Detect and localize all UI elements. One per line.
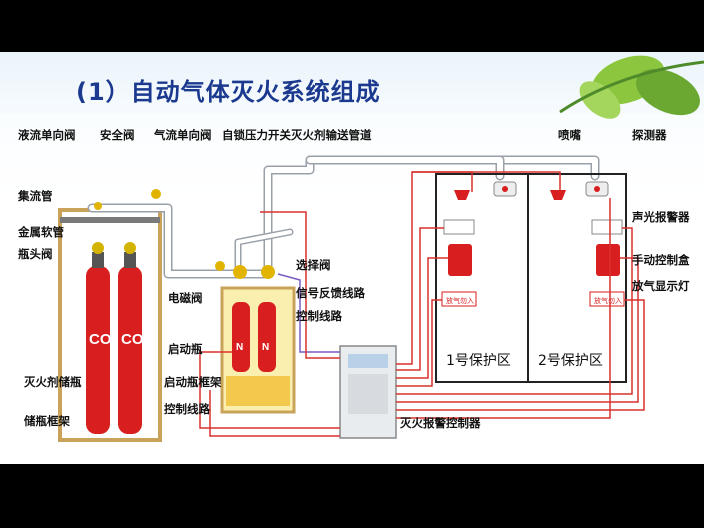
sound-light-alarm-2-icon [591,219,623,235]
agent-pipe [87,155,600,279]
selector-valve-2-icon [261,265,275,279]
label-bottle-rack: 储瓶框架 [24,414,70,428]
discharge-sign-2-text: 放气勿入 [594,296,622,305]
start-bottle-rack [220,286,296,414]
manual-control-box-1-icon [448,244,472,276]
label-solenoid-valve: 电磁阀 [168,291,203,305]
label-zone-2: 2号保护区 [538,353,603,369]
co2-cylinder-right [118,242,142,434]
nozzle-1-icon [454,190,470,200]
label-nozzle: 喷嘴 [558,128,581,142]
liquid-check-valve-icon [94,202,102,210]
control-wires [199,171,645,437]
leaf-decoration [559,55,704,119]
label-manual-control-box: 手动控制盒 [632,253,690,267]
label-pressure-switch-pipe: 自锁压力开关灭火剂输送管道 [222,128,372,142]
nozzle-2-icon [550,190,566,200]
label-zone-1: 1号保护区 [446,353,511,369]
zone-2-box [527,173,627,383]
n2-label-right: N [262,342,269,353]
label-metal-hose: 金属软管 [18,225,64,239]
label-alarm-controller: 灭火报警控制器 [400,416,481,430]
co2-cylinder-left [86,242,110,434]
system-diagram: CO CO N [58,55,704,442]
label-control-line-1: 控制线路 [296,309,342,323]
page-title: (1）自动气体灭火系统组成 [76,78,381,106]
label-bottle-valve: 瓶头阀 [18,247,53,261]
detector-1-icon [493,181,517,197]
label-control-line-2: 控制线路 [164,402,210,416]
slide: (1）自动气体灭火系统组成 CO [0,52,704,464]
gas-check-valve-icon [215,261,225,271]
label-safety-valve: 安全阀 [100,128,135,142]
discharge-light-1-icon [441,291,477,307]
label-detector: 探测器 [632,128,667,142]
co2-label-left: CO [89,331,112,348]
manual-control-box-2-icon [596,244,620,276]
label-sound-light-alarm: 声光报警器 [632,210,690,224]
label-liquid-check-valve: 液流单向阀 [18,128,76,142]
label-gas-check-valve: 气流单向阀 [154,128,212,142]
label-agent-bottle: 灭火剂储瓶 [24,375,82,389]
alarm-controller [339,345,397,439]
sound-light-alarm-1-icon [443,219,475,235]
selector-valve-1-icon [233,265,247,279]
label-start-bottle-rack: 启动瓶框架 [164,375,222,389]
discharge-sign-1-text: 放气勿入 [446,296,474,305]
safety-valve-icon [151,189,161,199]
label-manifold: 集流管 [18,189,53,203]
discharge-light-2-icon [589,291,625,307]
label-selector-valve: 选择阀 [296,258,331,272]
label-signal-feedback: 信号反馈线路 [296,286,365,300]
co2-label-right: CO [121,331,144,348]
label-discharge-light: 放气显示灯 [632,279,690,293]
detector-2-icon [585,181,609,197]
n2-label-left: N [236,342,243,353]
label-start-bottle: 启动瓶 [168,342,203,356]
